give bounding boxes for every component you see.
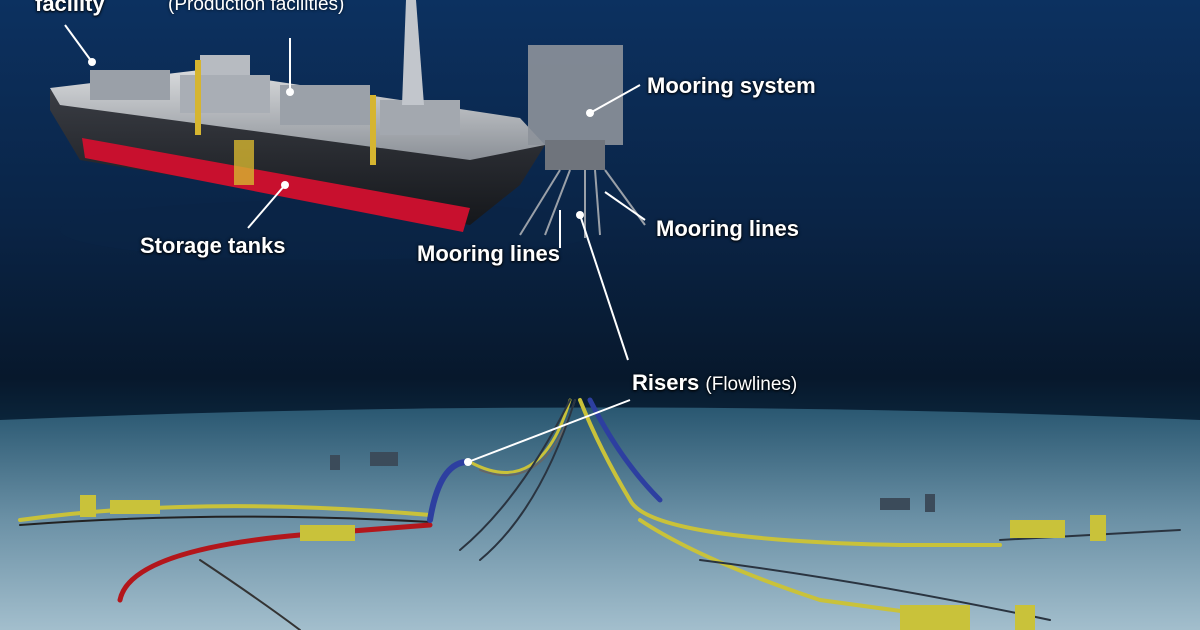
label-risers: Risers (Flowlines) — [632, 370, 797, 396]
crane-post — [370, 95, 376, 165]
turret-structure — [528, 45, 623, 145]
crane-post — [195, 60, 201, 135]
label-facility: facility — [35, 0, 105, 17]
label-storage-tanks: Storage tanks — [140, 233, 286, 259]
module — [200, 55, 250, 75]
label-risers-text: Risers — [632, 370, 699, 395]
riser-balcony — [234, 140, 254, 185]
label-mooring-system: Mooring system — [647, 73, 816, 99]
label-flowlines-text: (Flowlines) — [705, 374, 797, 395]
module — [380, 100, 460, 135]
label-mooring-lines-right: Mooring lines — [656, 216, 799, 242]
module — [180, 75, 270, 113]
turret-base — [545, 140, 605, 170]
module — [90, 70, 170, 100]
label-mooring-lines-center: Mooring lines — [417, 241, 560, 267]
label-production-facilities: (Production facilities) — [168, 0, 344, 16]
